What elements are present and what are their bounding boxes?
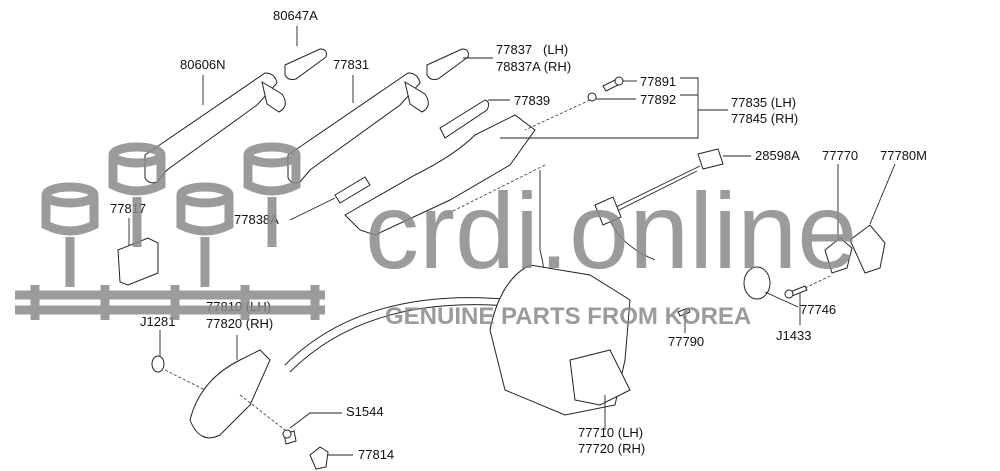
label-77839: 77839 <box>514 93 550 108</box>
part-77810-inner-handle[interactable] <box>189 335 271 439</box>
label-80606N: 80606N <box>180 57 226 72</box>
watermark-tagline: GENUINE PARTS FROM KOREA <box>385 303 751 330</box>
part-80606N-handle[interactable] <box>144 72 286 184</box>
label-77835: 77835 (LH) <box>731 95 796 110</box>
part-77780M-plate[interactable] <box>849 163 896 274</box>
label-77892: 77892 <box>640 92 676 107</box>
label-77770: 77770 <box>822 148 858 163</box>
part-J1433-screw[interactable] <box>784 275 831 325</box>
label-77814: 77814 <box>358 447 394 462</box>
label-J1433: J1433 <box>776 328 811 343</box>
label-77720: 77720 (RH) <box>578 441 645 456</box>
part-77831-handle[interactable] <box>287 72 429 184</box>
part-S1544-screw[interactable] <box>239 394 342 445</box>
part-77839-gasket[interactable] <box>439 99 510 139</box>
part-77817[interactable] <box>117 218 159 286</box>
label-77746: 77746 <box>800 302 836 317</box>
label-77845: 77845 (RH) <box>731 111 798 126</box>
label-S1544: S1544 <box>346 404 384 419</box>
label-77831: 77831 <box>333 57 369 72</box>
label-78837A: 78837A (RH) <box>496 59 571 74</box>
part-77837-cap[interactable] <box>426 48 493 80</box>
watermark: crdi.online GENUINE PARTS FROM KOREA <box>15 142 857 330</box>
label-77891: 77891 <box>640 74 676 89</box>
label-77780M: 77780M <box>880 148 927 163</box>
label-77837: 77837 (LH) <box>496 42 568 57</box>
part-77746-cover[interactable] <box>743 266 799 308</box>
label-J1281: J1281 <box>140 314 175 329</box>
label-77790: 77790 <box>668 334 704 349</box>
label-28598A: 28598A <box>755 148 800 163</box>
label-80647A: 80647A <box>273 8 318 23</box>
part-77814[interactable] <box>309 446 353 470</box>
watermark-logo-icon <box>15 142 325 320</box>
part-77710-latch[interactable] <box>489 264 631 430</box>
part-77835-bracket[interactable] <box>344 77 728 236</box>
part-77790[interactable] <box>677 307 691 333</box>
part-28598A-harness[interactable] <box>594 148 751 261</box>
part-77892-nut[interactable] <box>524 92 636 131</box>
part-80647A[interactable] <box>284 26 327 80</box>
part-77838A[interactable] <box>289 176 371 221</box>
label-77710: 77710 (LH) <box>578 425 643 440</box>
watermark-brand: crdi.online <box>365 170 857 291</box>
part-77770-striker[interactable] <box>824 164 853 274</box>
part-77891-bolt[interactable] <box>602 76 637 92</box>
label-77820: 77820 (RH) <box>206 316 273 331</box>
